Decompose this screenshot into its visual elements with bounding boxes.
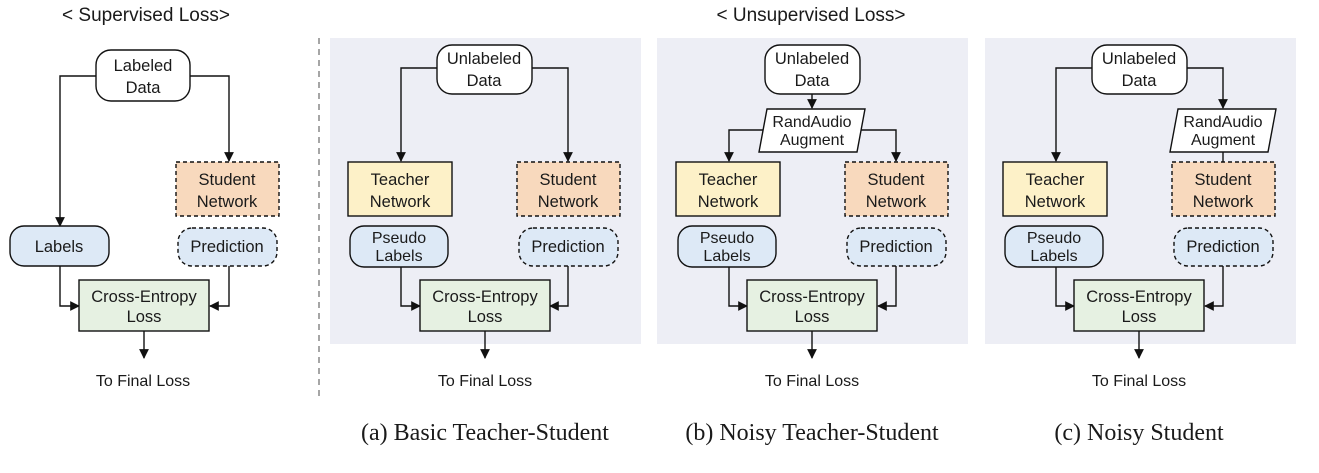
prediction-to-loss-arrow bbox=[1204, 266, 1224, 311]
panel-noisy-student: Unlabeled Data RandAudio Augment Teacher… bbox=[985, 38, 1296, 446]
randaudio-augment-node bbox=[758, 108, 866, 153]
labeled-data-line2: Data bbox=[126, 79, 162, 97]
panel-basic-teacher-student: Unlabeled Data Teacher Network Student N… bbox=[330, 38, 641, 446]
caption-b: (b) Noisy Teacher-Student bbox=[685, 420, 939, 446]
data-to-student-arrow bbox=[532, 67, 573, 162]
prediction-node bbox=[846, 227, 947, 267]
loss-line1: Cross-Entropy bbox=[432, 288, 538, 306]
data-line2: Data bbox=[467, 72, 503, 90]
teacher-network-node bbox=[675, 161, 781, 217]
augment-line2: Augment bbox=[780, 132, 845, 149]
data-line2: Data bbox=[1122, 72, 1158, 90]
teacher-line2: Network bbox=[370, 193, 431, 211]
teacher-line1: Teacher bbox=[371, 171, 430, 189]
pseudo-to-loss-arrow bbox=[728, 267, 748, 311]
loss-line1: Cross-Entropy bbox=[759, 288, 865, 306]
data-line2: Data bbox=[795, 72, 831, 90]
pseudo-labels-node bbox=[349, 225, 449, 268]
data-to-teacher-arrow bbox=[396, 67, 437, 162]
augment-line1: RandAudio bbox=[1183, 114, 1262, 131]
teacher-line1: Teacher bbox=[699, 171, 758, 189]
augment-line1: RandAudio bbox=[772, 114, 851, 131]
pseudo-line2: Labels bbox=[703, 248, 750, 265]
pseudo-line1: Pseudo bbox=[1027, 230, 1081, 247]
prediction-text: Prediction bbox=[1186, 238, 1259, 256]
student-line1: Student bbox=[1195, 171, 1252, 189]
teacher-line2: Network bbox=[1025, 193, 1086, 211]
pseudo-to-loss-arrow bbox=[1055, 267, 1075, 311]
randaudio-augment-node bbox=[1169, 108, 1277, 153]
student-line1: Student bbox=[199, 171, 256, 189]
labeled-data-line1: Labeled bbox=[114, 57, 173, 75]
panel-noisy-teacher-student: Unlabeled Data RandAudio Augment Teacher… bbox=[657, 38, 968, 446]
data-to-student-arrow bbox=[190, 75, 234, 162]
cross-entropy-node bbox=[746, 279, 878, 332]
student-line2: Network bbox=[1193, 193, 1254, 211]
to-final-loss-text: To Final Loss bbox=[438, 373, 532, 390]
data-line1: Unlabeled bbox=[447, 50, 521, 68]
supervised-diagram: Labeled Data Labels Student Network Pred… bbox=[9, 49, 280, 390]
prediction-text: Prediction bbox=[531, 238, 604, 256]
augment-to-student-arrow bbox=[861, 129, 901, 162]
labels-text: Labels bbox=[35, 238, 84, 256]
unlabeled-data-node bbox=[436, 44, 533, 95]
unsupervised-header: < Unsupervised Loss> bbox=[716, 5, 905, 26]
data-to-labels-arrow bbox=[55, 75, 96, 227]
loss-line1: Cross-Entropy bbox=[1086, 288, 1192, 306]
pseudo-to-loss-arrow bbox=[400, 267, 421, 311]
teacher-line1: Teacher bbox=[1026, 171, 1085, 189]
pseudo-line1: Pseudo bbox=[700, 230, 754, 247]
data-line1: Unlabeled bbox=[775, 50, 849, 68]
student-line1: Student bbox=[540, 171, 597, 189]
labels-to-loss-arrow bbox=[59, 266, 80, 311]
pseudo-labels-node bbox=[677, 225, 777, 268]
pseudo-line2: Labels bbox=[1030, 248, 1077, 265]
loss-line2: Loss bbox=[127, 308, 162, 326]
prediction-node bbox=[518, 227, 619, 267]
cross-entropy-node bbox=[78, 279, 210, 332]
prediction-to-loss-arrow bbox=[209, 266, 230, 311]
prediction-node bbox=[177, 227, 278, 267]
loss-line2: Loss bbox=[1122, 308, 1157, 326]
student-network-node bbox=[1171, 161, 1276, 217]
data-to-augment-arrow bbox=[1187, 67, 1228, 109]
augment-to-teacher-arrow bbox=[724, 129, 763, 162]
loss-line2: Loss bbox=[795, 308, 830, 326]
student-line2: Network bbox=[866, 193, 927, 211]
to-final-loss-text: To Final Loss bbox=[1092, 373, 1186, 390]
caption-a: (a) Basic Teacher-Student bbox=[361, 420, 609, 446]
student-line1: Student bbox=[868, 171, 925, 189]
supervised-header: < Supervised Loss> bbox=[62, 5, 230, 26]
pseudo-line1: Pseudo bbox=[372, 230, 426, 247]
to-final-loss-text: To Final Loss bbox=[96, 373, 190, 390]
student-line2: Network bbox=[197, 193, 258, 211]
student-line2: Network bbox=[538, 193, 599, 211]
pseudo-line2: Labels bbox=[375, 248, 422, 265]
data-to-teacher-arrow bbox=[1051, 67, 1092, 162]
prediction-to-loss-arrow bbox=[549, 266, 569, 311]
unlabeled-data-node bbox=[1091, 44, 1188, 95]
prediction-node bbox=[1173, 227, 1274, 267]
augment-line2: Augment bbox=[1191, 132, 1256, 149]
student-network-node bbox=[844, 161, 949, 217]
to-final-loss-text: To Final Loss bbox=[765, 373, 859, 390]
prediction-text: Prediction bbox=[859, 238, 932, 256]
data-line1: Unlabeled bbox=[1102, 50, 1176, 68]
pseudo-labels-node bbox=[1004, 225, 1104, 268]
loss-line2: Loss bbox=[468, 308, 503, 326]
prediction-to-loss-arrow bbox=[877, 266, 897, 311]
student-network-node bbox=[516, 161, 621, 217]
teacher-network-node bbox=[347, 161, 453, 217]
cross-entropy-node bbox=[1073, 279, 1205, 332]
teacher-network-node bbox=[1002, 161, 1108, 217]
student-network-node bbox=[175, 161, 280, 217]
teacher-line2: Network bbox=[698, 193, 759, 211]
caption-c: (c) Noisy Student bbox=[1054, 420, 1224, 446]
prediction-text: Prediction bbox=[190, 238, 263, 256]
loss-line1: Cross-Entropy bbox=[91, 288, 197, 306]
